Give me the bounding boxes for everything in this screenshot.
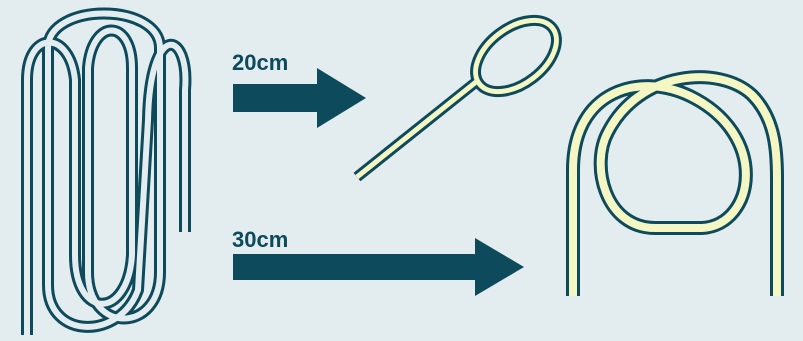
cut-string-20cm bbox=[357, 6, 570, 177]
cut-length-label-30cm: 30cm bbox=[232, 229, 288, 251]
arrow-20cm bbox=[233, 68, 366, 128]
cut-length-label-20cm: 20cm bbox=[232, 52, 288, 74]
cut-string-30cm bbox=[573, 77, 777, 296]
long-coiled-string bbox=[27, 14, 185, 336]
